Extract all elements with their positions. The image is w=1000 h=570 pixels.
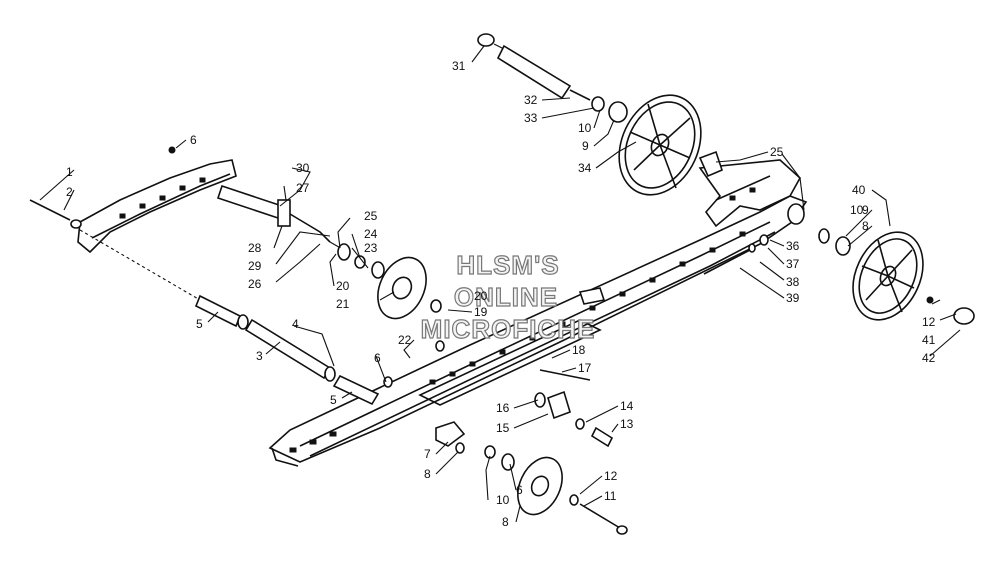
callout-22: 22 <box>398 333 412 347</box>
callout-16: 16 <box>496 401 510 415</box>
callout-8a: 8 <box>424 467 431 481</box>
callout-40: 40 <box>852 183 866 197</box>
callout-6a: 6 <box>190 133 197 147</box>
callout-8b: 8 <box>502 515 509 529</box>
callout-1: 1 <box>66 165 73 179</box>
callout-23: 23 <box>364 241 378 255</box>
callout-30: 30 <box>296 161 310 175</box>
callout-32: 32 <box>524 93 538 107</box>
left-slide-rail <box>77 159 237 254</box>
callout-18: 18 <box>572 343 586 357</box>
leader-lines <box>39 45 961 523</box>
idler-wheel-large-upper <box>618 94 702 196</box>
callout-10a: 10 <box>578 121 592 135</box>
callout-7: 7 <box>424 447 431 461</box>
callout-21: 21 <box>336 297 350 311</box>
callout-10b: 10 <box>850 203 864 217</box>
watermark-line-3: MICROFICHE <box>421 314 596 344</box>
callout-8c: 8 <box>862 219 869 233</box>
watermark: HLSM'S ONLINE MICROFICHE <box>420 249 596 344</box>
callout-13: 13 <box>620 417 634 431</box>
callout-6b: 6 <box>374 351 381 365</box>
callout-10c: 10 <box>496 493 510 507</box>
callout-25b: 25 <box>770 145 784 159</box>
callout-26: 26 <box>248 277 262 291</box>
callout-15: 15 <box>496 421 510 435</box>
callout-9a: 9 <box>582 139 589 153</box>
callout-6c: 6 <box>516 483 523 497</box>
right-slide-rail <box>268 195 808 467</box>
callout-2: 2 <box>66 185 73 199</box>
callout-20a: 20 <box>336 279 350 293</box>
callout-37: 37 <box>786 257 800 271</box>
callout-20b: 20 <box>474 289 488 303</box>
watermark-line-2: ONLINE <box>454 282 558 312</box>
callout-25a: 25 <box>364 209 378 223</box>
idler-shaft-upper <box>477 33 628 123</box>
callout-9b: 9 <box>862 203 869 217</box>
callout-14: 14 <box>620 399 634 413</box>
callout-17: 17 <box>578 361 592 375</box>
callout-12a: 12 <box>604 469 618 483</box>
callout-42: 42 <box>922 351 936 365</box>
idler-wheel-large-right <box>787 203 975 325</box>
callout-41: 41 <box>922 333 936 347</box>
callout-19: 19 <box>474 305 488 319</box>
cross-shaft-upper <box>216 184 345 251</box>
callout-34: 34 <box>578 161 592 175</box>
callout-28: 28 <box>248 241 262 255</box>
watermark-line-1: HLSM'S <box>456 250 559 280</box>
callout-24: 24 <box>364 227 378 241</box>
callout-4: 4 <box>292 317 299 331</box>
callout-39: 39 <box>786 291 800 305</box>
callout-11: 11 <box>604 489 617 503</box>
callout-labels: 1 2 3 4 5 5 6 6 6 7 8 8 8 9 9 10 10 10 1… <box>66 59 936 529</box>
callout-36: 36 <box>786 239 800 253</box>
idler-wheel-center <box>337 243 427 320</box>
callout-27: 27 <box>296 181 310 195</box>
callout-38: 38 <box>786 275 800 289</box>
callout-31: 31 <box>452 59 466 73</box>
callout-29: 29 <box>248 259 262 273</box>
callout-33: 33 <box>524 111 538 125</box>
mounting-hardware <box>29 146 769 454</box>
cross-shaft-lower <box>79 229 380 406</box>
rear-rail-section <box>698 159 802 228</box>
callout-5b: 5 <box>330 393 337 407</box>
callout-5a: 5 <box>196 317 203 331</box>
callout-3: 3 <box>256 349 263 363</box>
callout-12b: 12 <box>922 315 936 329</box>
idler-wheel-lower <box>484 445 628 535</box>
